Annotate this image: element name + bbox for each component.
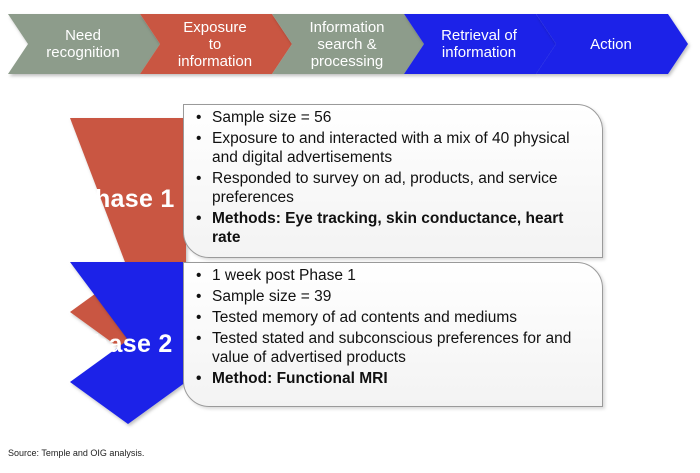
phase-2-method-bullet: Method: Functional MRI (194, 369, 596, 388)
step-exposure-chevron (140, 14, 292, 74)
phase-1-methods-bullet: Methods: Eye tracking, skin conductance,… (194, 209, 596, 247)
step-need-recognition-chevron (8, 14, 160, 74)
step-exposure-label: Exposure to information (177, 18, 253, 70)
step-need-recognition-label: Need recognition (46, 27, 120, 61)
step-retrieval-label: Retrieval of information (441, 27, 517, 61)
phase-2-chevron (70, 262, 186, 424)
step-action-label: Action (590, 35, 632, 53)
phase-2-bullet: Tested memory of ad contents and mediums (194, 308, 596, 327)
phase-2-bullet: Sample size = 39 (194, 287, 596, 306)
phase-1-bullet: Exposure to and interacted with a mix of… (194, 129, 596, 167)
step-information-search-label: Information search & processing (309, 18, 385, 70)
phase-1-bullet: Sample size = 56 (194, 108, 596, 127)
step-information-search-chevron (272, 14, 424, 74)
phase-2-details-box: 1 week post Phase 1 Sample size = 39 Tes… (183, 262, 603, 407)
phase-1-label: Phase 1 (78, 185, 175, 213)
phase-1-bullet-list: Sample size = 56 Exposure to and interac… (194, 108, 596, 249)
source-note: Source: Temple and OIG analysis. (8, 448, 145, 458)
phase-2-label: Phase 2 (76, 330, 173, 358)
phase-1-bullet: Responded to survey on ad, products, and… (194, 169, 596, 207)
phase-2-bullet: Tested stated and subconscious preferenc… (194, 329, 596, 367)
phase-2-bullet-list: 1 week post Phase 1 Sample size = 39 Tes… (194, 266, 596, 390)
phase-1-details-box: Sample size = 56 Exposure to and interac… (183, 104, 603, 258)
step-retrieval-chevron (404, 14, 556, 74)
step-action-chevron (536, 14, 688, 74)
phase-2-bullet: 1 week post Phase 1 (194, 266, 596, 285)
